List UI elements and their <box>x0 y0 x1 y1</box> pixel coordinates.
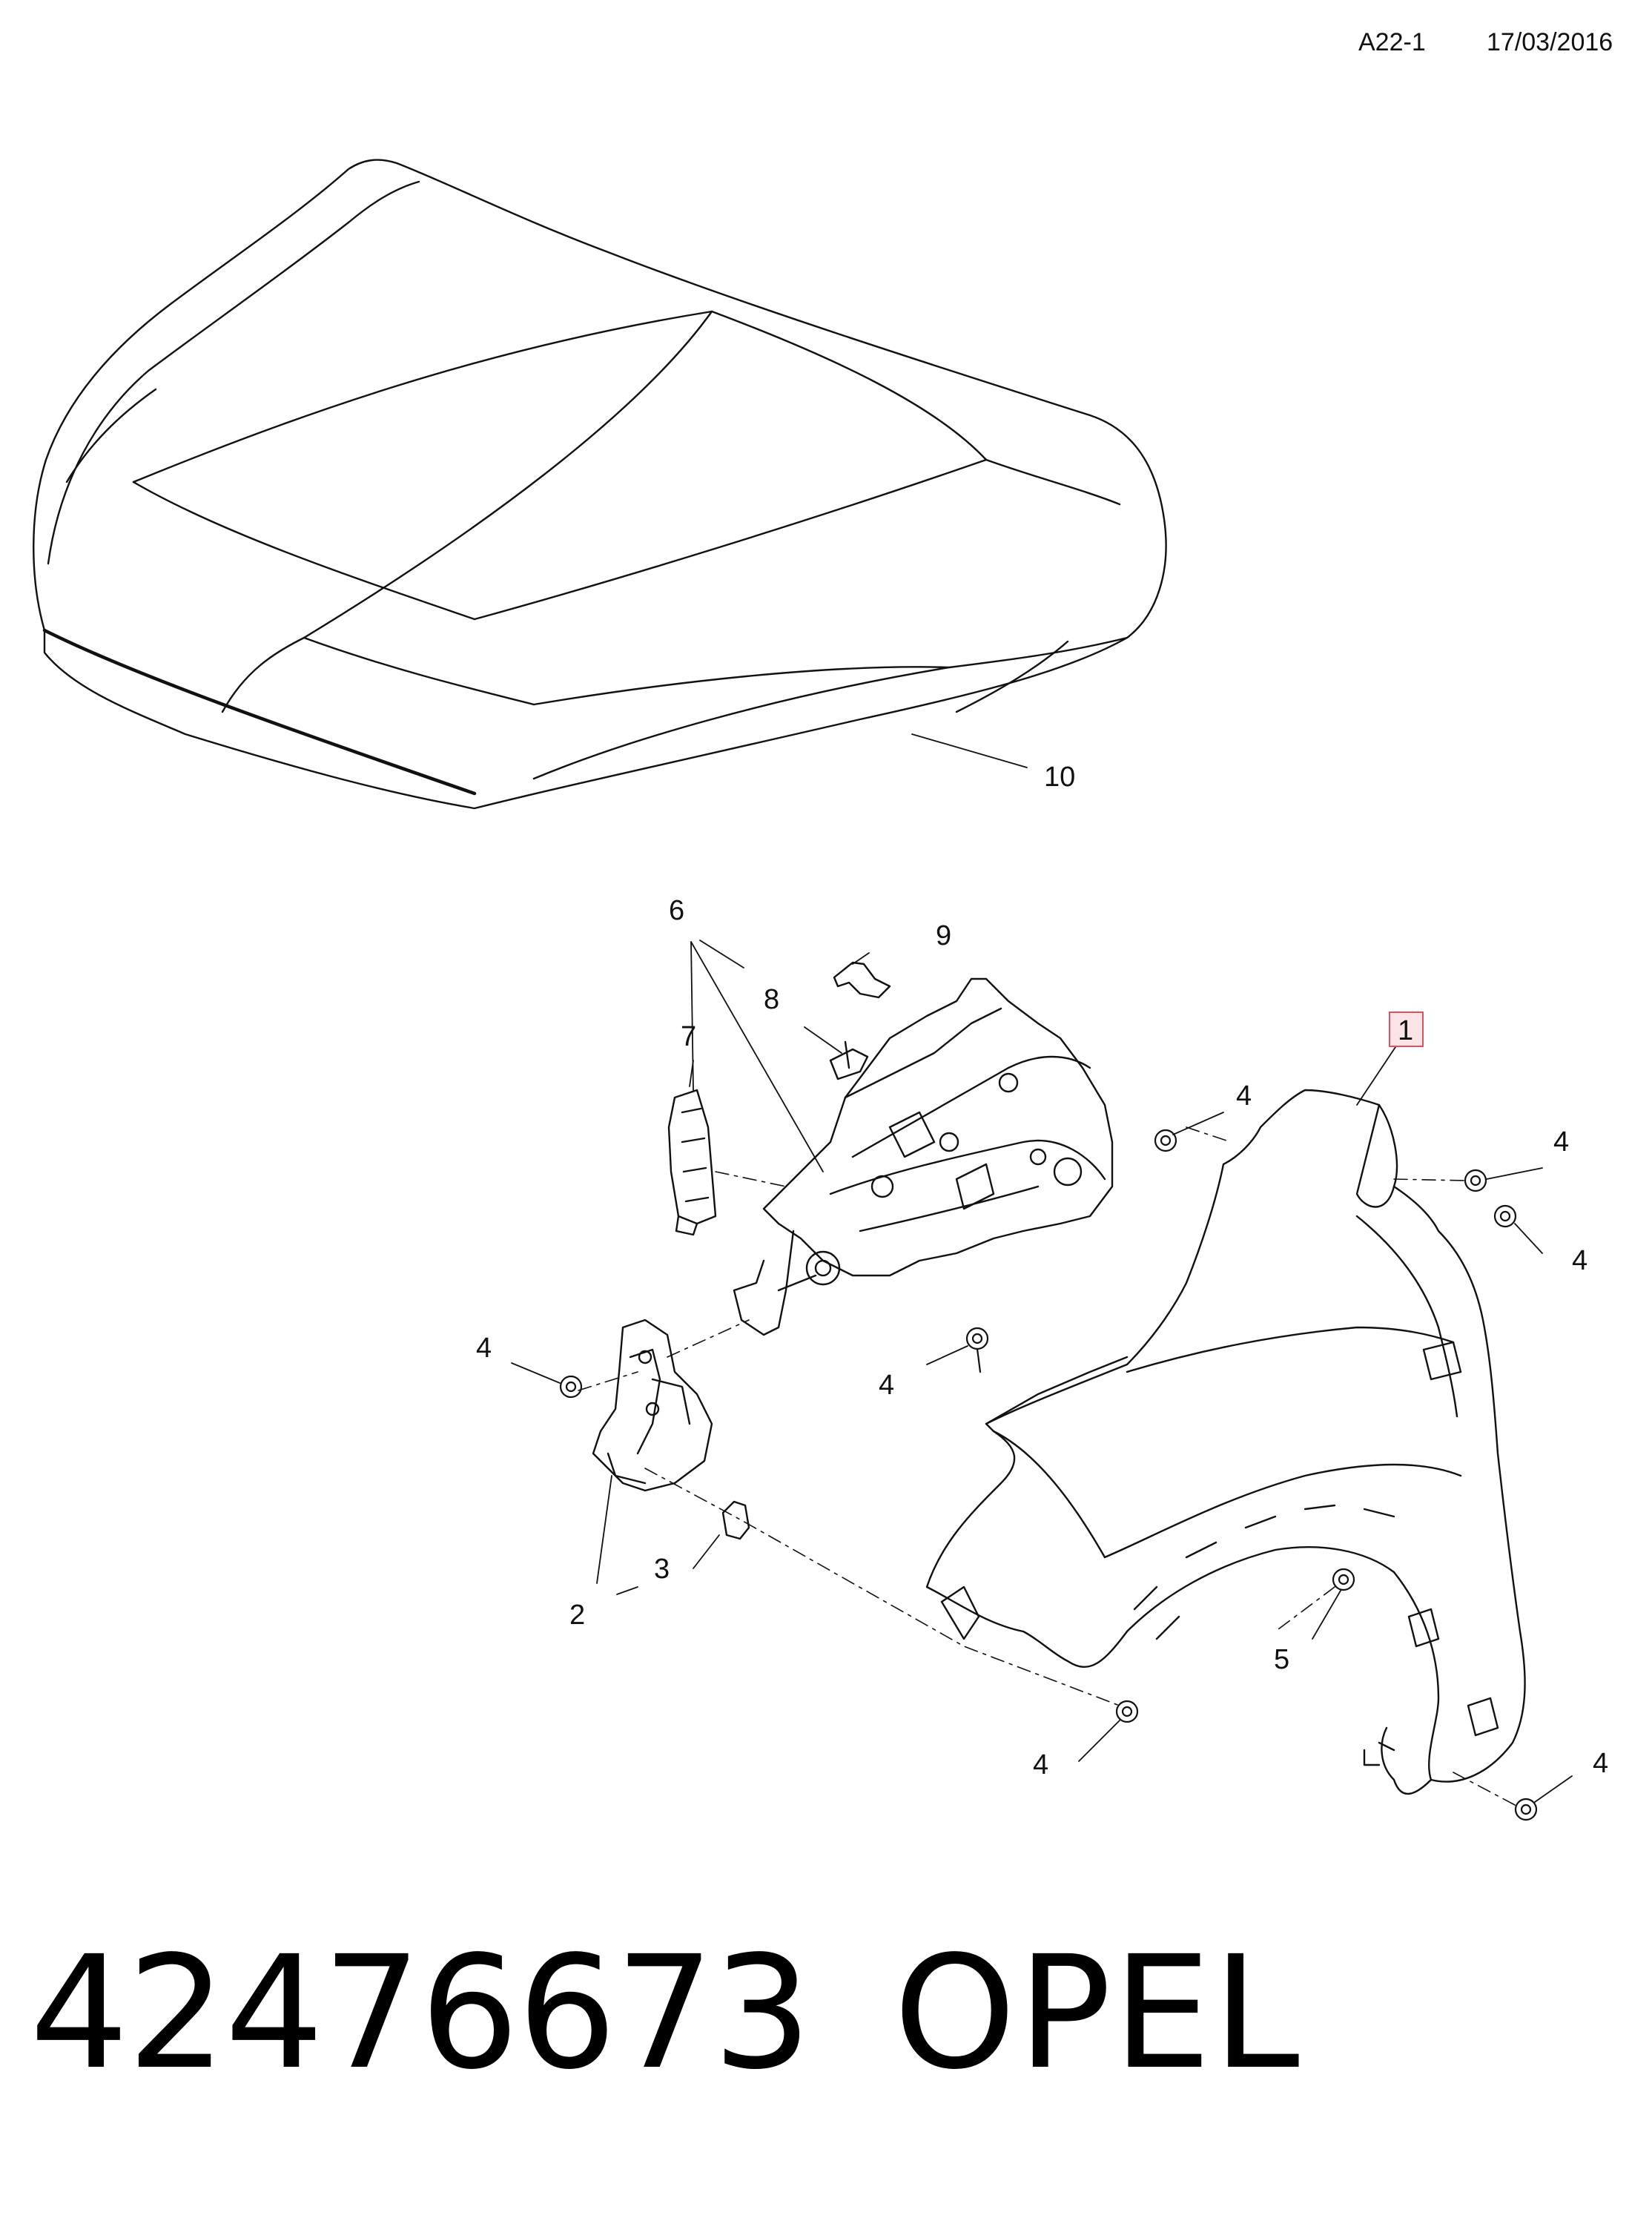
callout-4-right: 4 <box>1572 1245 1587 1276</box>
assembly-lines <box>578 1126 1517 1806</box>
sheet-id: A22-1 <box>1358 28 1426 56</box>
callout-4-bottom-right: 4 <box>1593 1748 1608 1779</box>
fender-drawing <box>925 1089 1526 1795</box>
clip-8-drawing <box>829 1040 869 1080</box>
callout-4-bottom-center: 4 <box>1033 1749 1048 1781</box>
callout-5: 5 <box>1274 1644 1289 1675</box>
callout-2: 2 <box>569 1600 585 1631</box>
screw-4-g <box>1514 1798 1538 1821</box>
brand-name: OPEL <box>893 1922 1301 2104</box>
bracket-2-drawing <box>592 1319 713 1492</box>
callout-4-center: 4 <box>879 1370 894 1401</box>
screw-4-b <box>1464 1169 1487 1192</box>
callout-4-top-left: 4 <box>1236 1080 1252 1112</box>
fasteners-drawing <box>559 1129 1538 1821</box>
screw-4-c <box>1493 1204 1517 1228</box>
bracket-7-drawing <box>667 1089 717 1236</box>
screw-4-e <box>559 1375 583 1399</box>
screw-4-f <box>1115 1700 1139 1723</box>
sheet-date: 17/03/2016 <box>1487 28 1613 56</box>
callout-7: 7 <box>681 1021 696 1052</box>
callout-4-left: 4 <box>476 1333 492 1364</box>
nut-5 <box>1332 1568 1355 1591</box>
callout-4-top-right: 4 <box>1553 1126 1569 1158</box>
screw-4-d <box>965 1327 989 1373</box>
callout-1-highlight-box <box>1389 1012 1424 1047</box>
screw-4-a <box>1154 1129 1177 1152</box>
clip-3-drawing <box>721 1500 750 1540</box>
callout-8: 8 <box>764 984 779 1015</box>
clip-9-drawing <box>833 961 891 999</box>
callout-1: 1 <box>1398 1015 1413 1046</box>
callout-9: 9 <box>936 920 951 951</box>
callout-10: 10 <box>1044 762 1075 793</box>
callout-6: 6 <box>669 895 684 926</box>
wheelhouse-panel-drawing <box>733 977 1114 1336</box>
part-number: 42476673 <box>30 1922 812 2104</box>
leader-lines <box>511 733 1573 1803</box>
hood-drawing <box>33 159 1167 810</box>
callout-3: 3 <box>654 1554 670 1585</box>
